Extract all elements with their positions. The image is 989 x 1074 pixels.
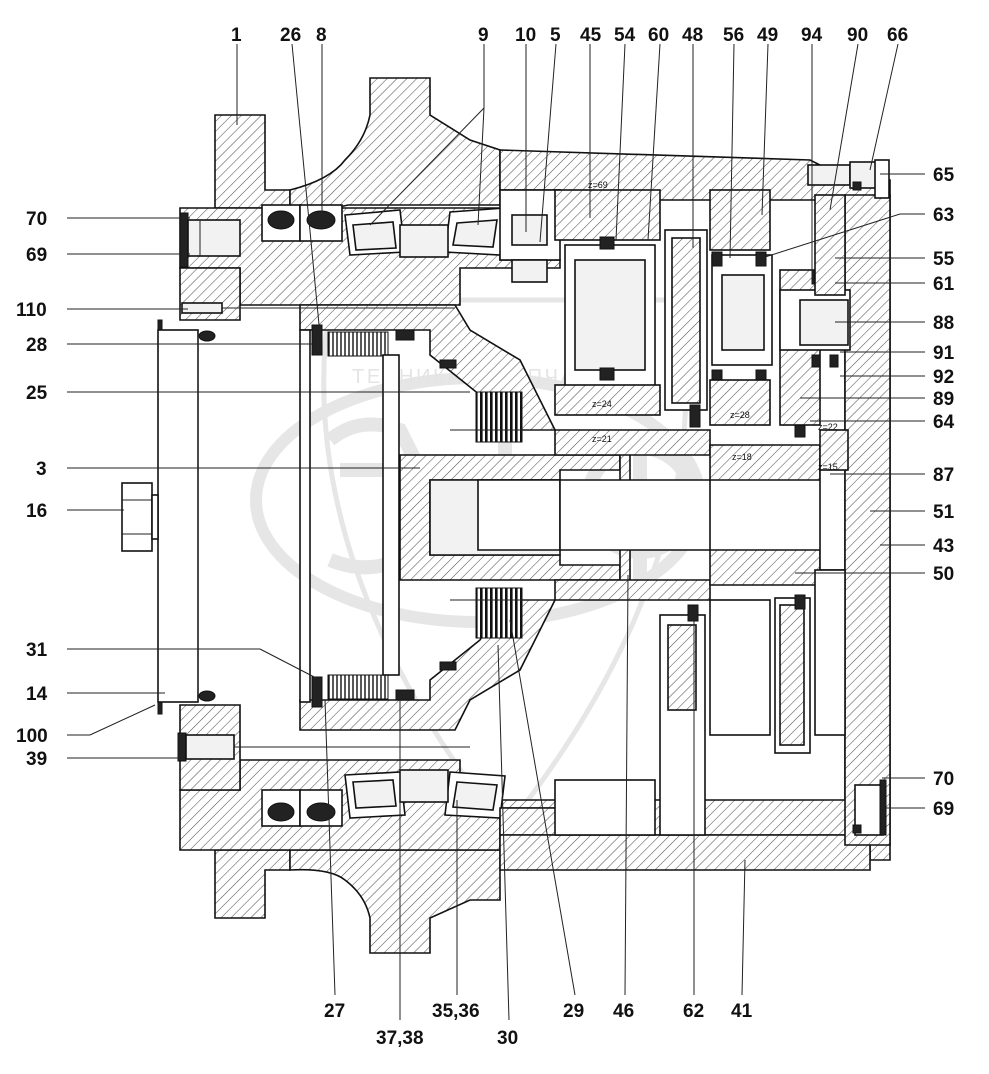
planet-stage-2 (709, 189, 811, 754)
callout-31: 31 (26, 640, 48, 661)
callout-9: 9 (478, 25, 489, 46)
callout-88: 88 (933, 313, 954, 334)
callout-41: 41 (731, 1001, 753, 1022)
callout-54: 54 (614, 25, 636, 46)
callout-35-36: 35,36 (432, 1001, 480, 1022)
gear-mark-z18: z=18 (732, 452, 752, 462)
gear-mark-z24: z=24 (592, 399, 612, 409)
callout-46: 46 (613, 1001, 634, 1022)
gear-mark-z28: z=28 (730, 410, 750, 420)
callout-43: 43 (933, 536, 954, 557)
callout-55: 55 (933, 249, 955, 270)
callout-64: 64 (933, 412, 955, 433)
gear-marks: z=69 z=24 z=21 z=28 z=18 z=22 z=15 (588, 180, 838, 472)
callouts-right: 65 63 55 61 88 91 92 89 64 87 51 43 50 7… (933, 165, 955, 820)
callout-30: 30 (497, 1028, 518, 1049)
callout-37-38: 37,38 (376, 1028, 424, 1049)
callout-66: 66 (887, 25, 908, 46)
callout-63: 63 (933, 205, 954, 226)
callout-56: 56 (723, 25, 744, 46)
callout-8: 8 (316, 25, 327, 46)
callout-1: 1 (231, 25, 242, 46)
callout-94: 94 (801, 25, 823, 46)
callout-69-left: 69 (26, 245, 47, 266)
callout-70-left: 70 (26, 209, 47, 230)
bearings-bottom (261, 769, 506, 827)
callout-5: 5 (550, 25, 561, 46)
gear-mark-z21: z=21 (592, 434, 612, 444)
callout-26: 26 (280, 25, 301, 46)
gear-mark-z15: z=15 (818, 462, 838, 472)
callout-92: 92 (933, 367, 954, 388)
callout-89: 89 (933, 389, 954, 410)
callout-39: 39 (26, 749, 47, 770)
planet-carrier (554, 429, 849, 601)
callouts-bottom: 27 37,38 35,36 30 29 46 62 41 (324, 1001, 753, 1049)
callout-10: 10 (515, 25, 536, 46)
outer-housing (499, 149, 891, 871)
callouts-left: 70 69 110 28 25 3 16 31 14 100 39 (16, 209, 48, 770)
callout-60: 60 (648, 25, 669, 46)
cover-and-nut (121, 319, 216, 715)
plugs (177, 212, 470, 762)
gear-mark-z22: z=22 (818, 422, 838, 432)
callout-49: 49 (757, 25, 778, 46)
gear-mark-z69: z=69 (588, 180, 608, 190)
callout-69-right: 69 (933, 799, 954, 820)
callout-16: 16 (26, 501, 47, 522)
callout-28: 28 (26, 335, 47, 356)
callout-100: 100 (16, 726, 48, 747)
planet-stage-3 (779, 194, 851, 736)
callout-14: 14 (26, 684, 48, 705)
callout-3: 3 (36, 459, 47, 480)
callout-45: 45 (580, 25, 602, 46)
callout-25: 25 (26, 383, 48, 404)
callout-110: 110 (16, 300, 47, 321)
callout-50: 50 (933, 564, 954, 585)
planet-stage-1-lower (554, 604, 706, 836)
callout-65: 65 (933, 165, 955, 186)
callout-90: 90 (847, 25, 868, 46)
callouts-top: 1 26 8 9 10 5 45 54 60 48 56 49 94 90 66 (231, 25, 908, 46)
callout-70-right: 70 (933, 769, 954, 790)
leader-lines (67, 43, 925, 1021)
bearings-top (261, 204, 506, 258)
planet-stage-1-upper (499, 189, 708, 428)
callout-27: 27 (324, 1001, 345, 1022)
callout-87: 87 (933, 465, 954, 486)
callout-91: 91 (933, 343, 955, 364)
callout-62: 62 (683, 1001, 704, 1022)
callout-51: 51 (933, 502, 955, 523)
brake-assembly (299, 324, 523, 708)
callout-61: 61 (933, 274, 955, 295)
callout-48: 48 (682, 25, 703, 46)
callout-29: 29 (563, 1001, 584, 1022)
